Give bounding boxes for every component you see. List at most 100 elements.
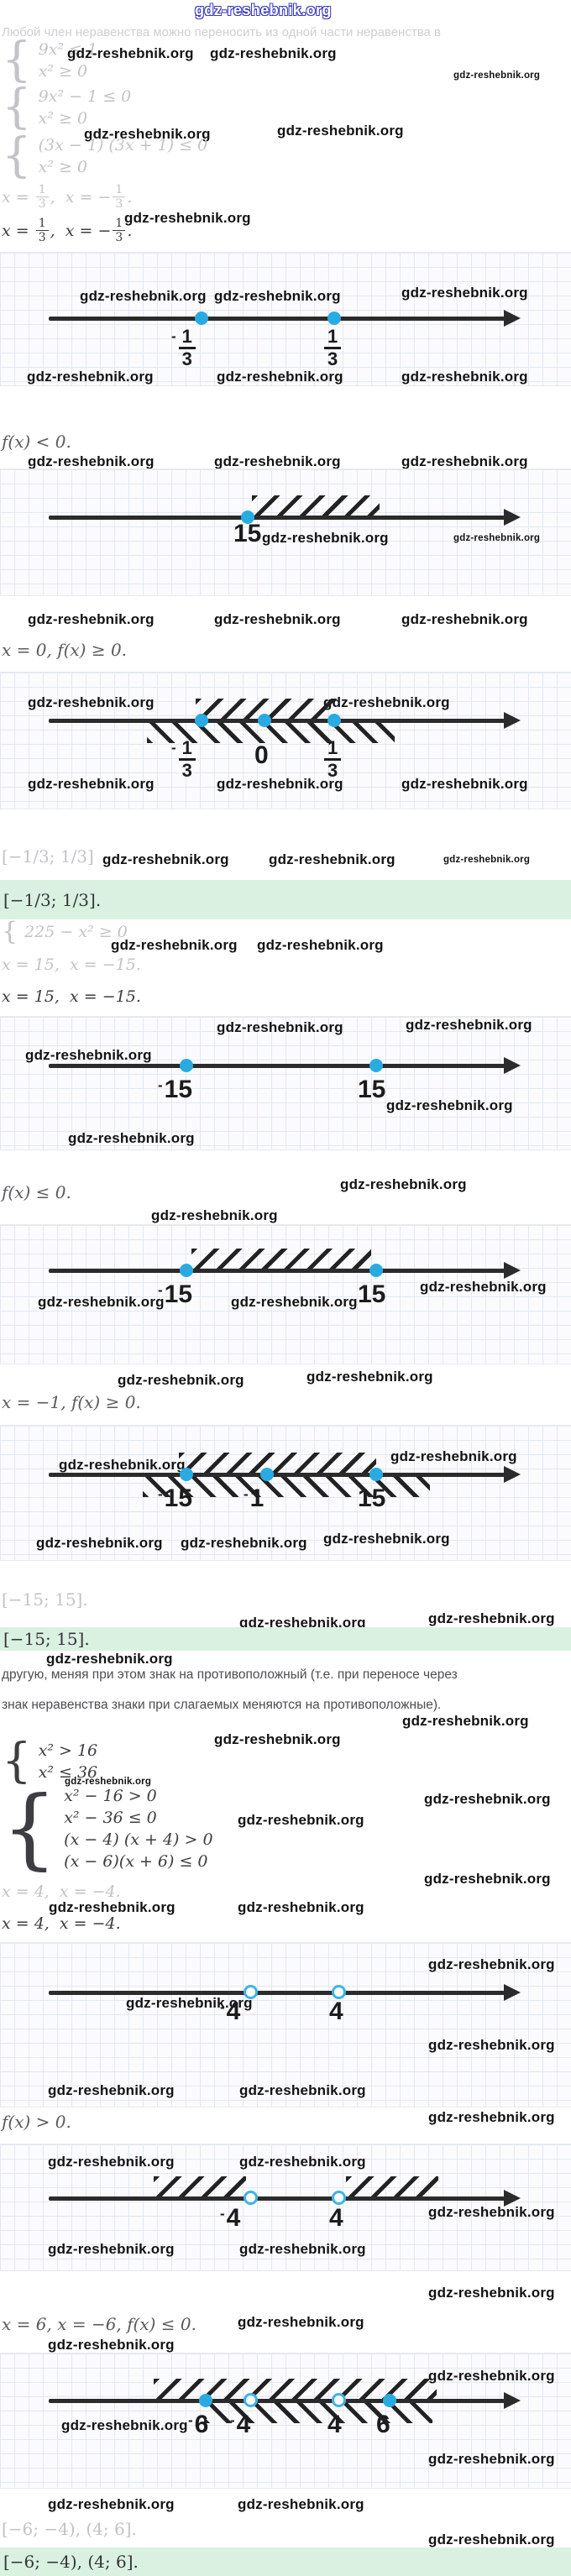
open-point-4 — [332, 1985, 346, 1999]
watermark: gdz-reshebnik.org — [428, 2109, 555, 2125]
roots-15: x = 15, x = −15. — [2, 987, 141, 1006]
brace-icon: { — [2, 1777, 58, 1880]
brace-icon: { — [2, 917, 18, 946]
watermark: gdz-reshebnik.org — [48, 2241, 175, 2257]
point-minus-15 — [180, 1059, 193, 1072]
watermark: gdz-reshebnik.org — [238, 2496, 364, 2512]
watermark: gdz-reshebnik.org — [401, 611, 528, 627]
point-minus-15 — [180, 1468, 193, 1481]
watermark: gdz-reshebnik.org — [428, 1610, 555, 1626]
note-line-2: знак неравенства знаки при слагаемых мен… — [2, 1698, 442, 1712]
watermark: gdz-reshebnik.org — [214, 1731, 341, 1747]
system-2-line-1: 9x² − 1 ≤ 0 — [38, 87, 132, 106]
brace-icon: { — [2, 32, 32, 87]
answer-highlight: [−15; 15]. — [0, 1627, 571, 1651]
point-one-third — [327, 714, 341, 727]
watermark: gdz-reshebnik.org — [323, 694, 450, 710]
watermark: gdz-reshebnik.org — [181, 1535, 307, 1551]
system-225-line: 225 − x² ≥ 0 — [24, 922, 128, 941]
answer-interval: [−15; 15]. — [3, 1629, 90, 1649]
watermark: gdz-reshebnik.org — [428, 2037, 555, 2053]
watermark: gdz-reshebnik.org — [306, 1369, 433, 1385]
watermark: gdz-reshebnik.org — [49, 1899, 175, 1915]
hatch-region — [204, 2403, 432, 2423]
watermark: gdz-reshebnik.org — [239, 2082, 366, 2098]
condition-f-less-0: f(x) < 0. — [2, 432, 71, 452]
watermark: gdz-reshebnik.org — [28, 694, 155, 710]
watermark: gdz-reshebnik.org — [48, 2154, 175, 2170]
number-line-axis — [49, 516, 506, 520]
watermark: gdz-reshebnik.org — [257, 937, 384, 953]
label-6: 6 — [376, 2411, 390, 2438]
answer-highlight: [−6; −4), (4; 6]. — [0, 2547, 571, 2576]
watermark: gdz-reshebnik.org — [118, 1372, 244, 1388]
label-15: 15 — [358, 1484, 386, 1512]
brace-icon: { — [2, 79, 32, 134]
open-point-minus-4 — [244, 2393, 258, 2407]
point-minus-one-third — [195, 714, 208, 727]
roots-4: x = 4, x = −4. — [2, 1914, 121, 1933]
label-minus-15: -15 — [158, 1280, 193, 1308]
open-point-4 — [332, 2393, 346, 2407]
watermark: gdz-reshebnik.org — [59, 1457, 186, 1473]
watermark: gdz-reshebnik.org — [27, 369, 154, 385]
label-zero: 0 — [254, 741, 269, 769]
system-4-line-1: x² > 16 — [38, 1741, 98, 1760]
system-5-line-3: (x − 4) (x + 4) > 0 — [64, 1830, 213, 1849]
watermark: gdz-reshebnik.org — [210, 45, 337, 61]
system-4-line-2: x² ≤ 36 — [38, 1763, 98, 1782]
watermark: gdz-reshebnik.org — [428, 2368, 555, 2384]
system-5-line-4: (x − 6)(x + 6) ≤ 0 — [64, 1852, 208, 1871]
hatch-region — [154, 2176, 246, 2196]
answer-interval-gray: [−6; −4), (4; 6]. — [2, 2519, 137, 2539]
watermark: gdz-reshebnik.org — [420, 1279, 547, 1295]
watermark: gdz-reshebnik.org — [401, 776, 528, 792]
point-one-third — [327, 312, 341, 325]
answer-interval-gray: [−1/3; 1/3] — [2, 846, 94, 867]
watermark: gdz-reshebnik.org — [217, 369, 343, 385]
open-point-4 — [332, 2191, 346, 2205]
point-minus-one-third — [195, 312, 208, 325]
watermark: gdz-reshebnik.org — [428, 2531, 555, 2547]
watermark: gdz-reshebnik.org — [217, 776, 343, 792]
label-15: 15 — [358, 1280, 386, 1308]
hatch-region — [143, 1477, 430, 1497]
system-1-line-2: x² ≥ 0 — [38, 62, 88, 81]
system-4: { x² > 16 x² ≤ 36 — [2, 1733, 98, 1788]
point-15 — [369, 1059, 383, 1072]
system-225: { 225 − x² ≥ 0 — [2, 917, 128, 946]
watermark: gdz-reshebnik.org — [428, 1956, 555, 1972]
roots-4-gray: x = 4, x = −4. — [2, 1882, 121, 1901]
watermark: gdz-reshebnik.org — [214, 453, 341, 469]
number-line-axis — [49, 1269, 506, 1273]
watermark: gdz-reshebnik.org — [25, 1047, 152, 1063]
watermark: gdz-reshebnik.org — [390, 1448, 517, 1464]
axis-arrowhead-icon — [504, 509, 521, 526]
watermark: gdz-reshebnik.org — [84, 126, 211, 142]
watermark: gdz-reshebnik.org — [262, 530, 389, 546]
label-15: 15 — [233, 520, 262, 547]
brace-icon: { — [2, 1733, 32, 1788]
number-line-5: -15 15 gdz-reshebnik.org gdz-reshebnik.o… — [0, 1224, 571, 1364]
hatch-region — [191, 1249, 371, 1269]
watermark: gdz-reshebnik.org — [424, 1791, 551, 1807]
watermark: gdz-reshebnik.org — [80, 288, 207, 304]
watermark: gdz-reshebnik.org — [402, 1713, 529, 1729]
watermark: gdz-reshebnik.org — [126, 1995, 253, 2011]
label-minus-4: -4 — [230, 2411, 251, 2438]
axis-arrowhead-icon — [504, 1984, 521, 2001]
number-line-4: gdz-reshebnik.org gdz-reshebnik.org gdz-… — [0, 1016, 571, 1150]
system-2-line-2: x² ≥ 0 — [38, 109, 88, 128]
condition-x6: x = 6, x = −6, f(x) ≤ 0. — [2, 2314, 196, 2334]
watermark: gdz-reshebnik.org — [269, 851, 396, 867]
number-line-axis — [49, 317, 506, 321]
hatch-region — [179, 1453, 376, 1473]
note-line-1: другую, меняя при этом знак на противопо… — [2, 1668, 458, 1682]
